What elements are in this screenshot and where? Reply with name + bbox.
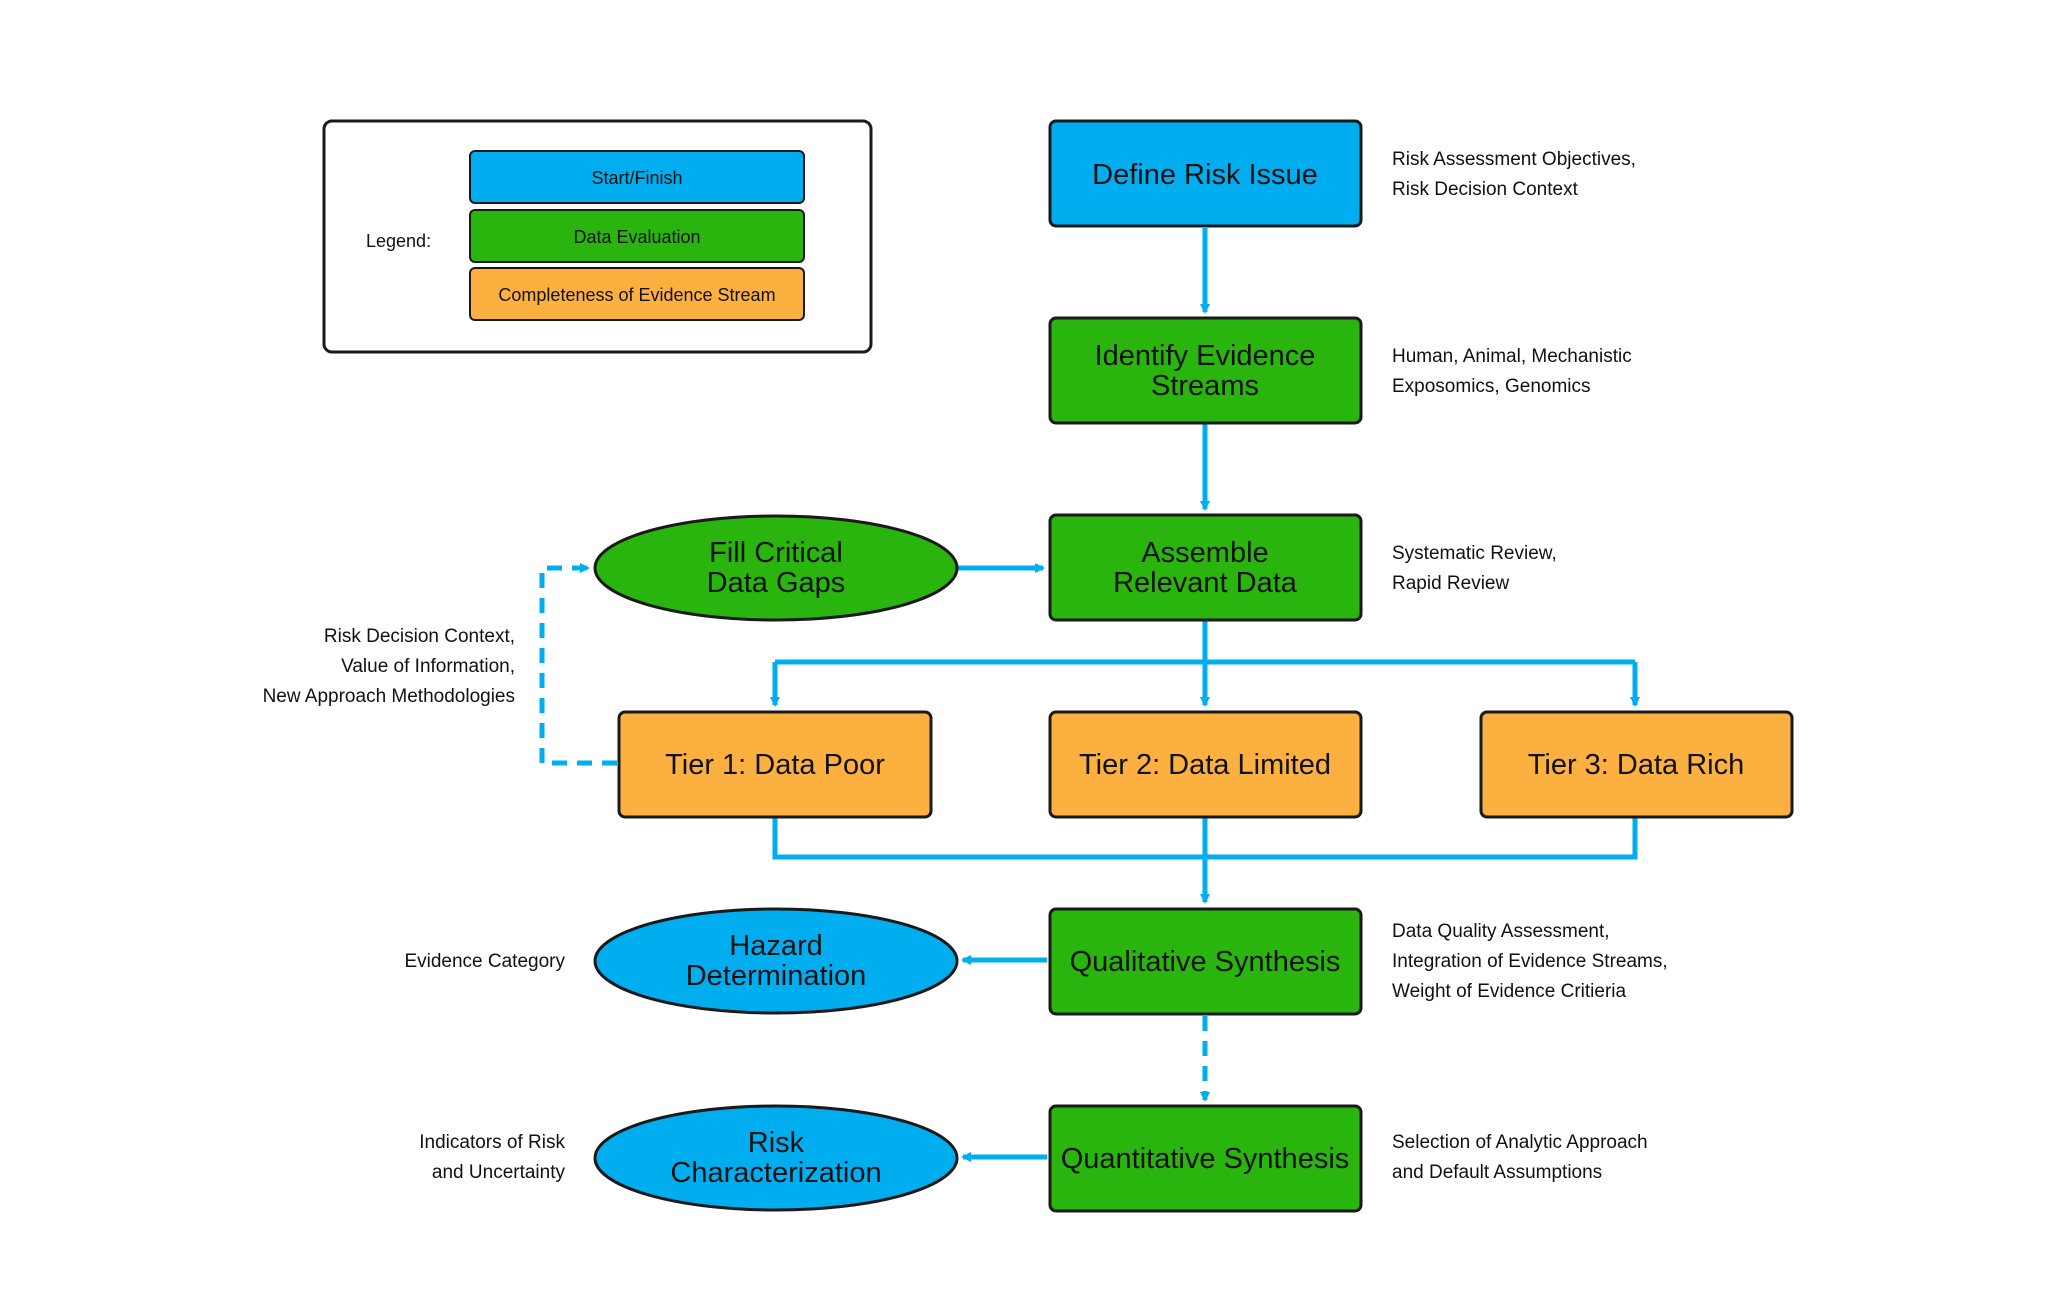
note-line: Risk Decision Context [1392,179,1579,200]
note-line: Human, Animal, Mechanistic [1392,346,1632,367]
node-label: Determination [686,960,867,992]
legend-item-start-finish: Start/Finish [469,150,805,204]
note-line: Rapid Review [1392,573,1509,594]
node-risk-characterization: Risk Characterization [593,1104,959,1212]
node-shape [593,907,959,1015]
note-line: Data Quality Assessment, [1392,921,1610,942]
note-risk: Indicators of Risk and Uncertainty [419,1132,565,1183]
note-line: and Default Assumptions [1392,1162,1602,1183]
note-line: Risk Decision Context, [324,626,515,647]
node-shape [593,514,959,622]
nodes: Define Risk Issue Identify Evidence Stre… [593,119,1794,1213]
legend-swatch-start-finish [469,150,805,204]
node-label: Tier 2: Data Limited [1079,749,1331,781]
legend-swatch-completeness [469,267,805,321]
note-line: New Approach Methodologies [263,686,515,707]
note-line: Value of Information, [341,656,515,677]
note-line: Risk Assessment Objectives, [1392,149,1636,170]
notes: Risk Assessment Objectives, Risk Decisio… [263,149,1668,1183]
legend-swatch-data-evaluation [469,209,805,263]
note-line: Evidence Category [404,951,565,972]
note-qualitative: Data Quality Assessment, Integration of … [1392,921,1668,1002]
node-shape [617,710,933,819]
legend-item-completeness: Completeness of Evidence Stream [469,267,805,321]
node-define-risk-issue: Define Risk Issue [1048,119,1363,228]
note-line: Systematic Review, [1392,543,1557,564]
node-shape [1048,710,1363,819]
node-tier2-data-limited: Tier 2: Data Limited [1048,710,1363,819]
note-line: Selection of Analytic Approach [1392,1132,1648,1153]
connectors [539,228,1640,1162]
node-shape [1048,1104,1363,1213]
node-identify-evidence-streams: Identify Evidence Streams [1048,316,1363,425]
note-line: Indicators of Risk [419,1132,565,1153]
legend: Legend: Start/Finish Data Evaluation Com… [322,119,873,354]
node-shape [1048,513,1363,622]
note-line: Integration of Evidence Streams, [1392,951,1668,972]
node-shape [1048,907,1363,1016]
legend-label: Legend: [366,231,431,251]
note-identify: Human, Animal, Mechanistic Exposomics, G… [1392,346,1632,397]
node-label: Fill Critical [709,537,843,569]
node-tier1-data-poor: Tier 1: Data Poor [617,710,933,819]
note-assemble: Systematic Review, Rapid Review [1392,543,1557,594]
legend-item-label: Data Evaluation [573,227,700,247]
node-qualitative-synthesis: Qualitative Synthesis [1048,907,1363,1016]
note-line: and Uncertainty [432,1162,566,1183]
node-label: Streams [1151,370,1259,402]
note-quantitative: Selection of Analytic Approach and Defau… [1392,1132,1648,1183]
legend-item-label: Start/Finish [591,168,682,188]
node-shape [593,1104,959,1212]
node-label: Assemble [1141,537,1268,569]
node-label: Define Risk Issue [1092,159,1318,191]
node-hazard-determination: Hazard Determination [593,907,959,1015]
node-label: Quantitative Synthesis [1061,1143,1350,1175]
node-shape [1479,710,1794,819]
node-tier3-data-rich: Tier 3: Data Rich [1479,710,1794,819]
node-label: Characterization [670,1157,881,1189]
node-label: Identify Evidence [1095,340,1316,372]
note-define: Risk Assessment Objectives, Risk Decisio… [1392,149,1636,200]
node-quantitative-synthesis: Quantitative Synthesis [1048,1104,1363,1213]
note-tier1-feedback: Risk Decision Context, Value of Informat… [263,626,515,707]
node-shape [1048,316,1363,425]
node-shape [1048,119,1363,228]
note-line: Weight of Evidence Critieria [1392,981,1627,1002]
node-label: Risk [748,1127,805,1159]
node-label: Relevant Data [1113,567,1298,599]
dashed-feedback-tier1-to-fill [539,563,617,766]
node-assemble-relevant-data: Assemble Relevant Data [1048,513,1363,622]
node-label: Data Gaps [707,567,846,599]
node-label: Tier 1: Data Poor [665,749,885,781]
node-fill-critical-data-gaps: Fill Critical Data Gaps [593,514,959,622]
node-label: Qualitative Synthesis [1070,946,1341,978]
note-line: Exposomics, Genomics [1392,376,1591,397]
node-label: Tier 3: Data Rich [1528,749,1745,781]
node-label: Hazard [729,930,823,962]
legend-item-label: Completeness of Evidence Stream [498,285,775,305]
legend-item-data-evaluation: Data Evaluation [469,209,805,263]
note-hazard: Evidence Category [404,951,565,972]
